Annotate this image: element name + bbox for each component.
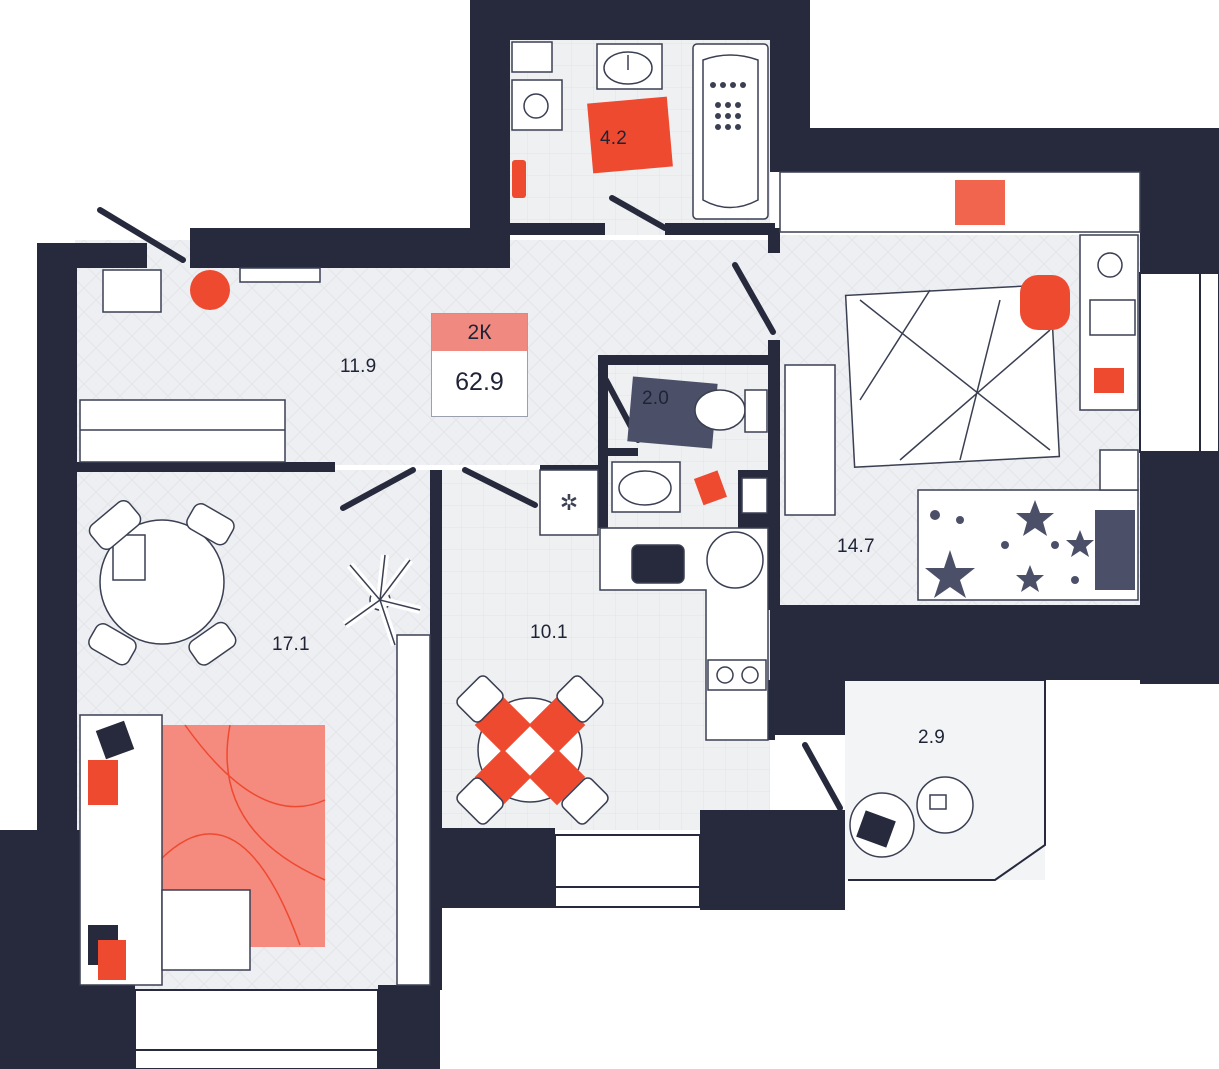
room-area-hallway: 11.9 — [340, 356, 377, 377]
bathroom-fixtures — [511, 41, 769, 220]
cutting-board — [631, 544, 685, 584]
wall-bedroom-left-top — [768, 228, 780, 253]
apartment-badge: 2К 62.9 — [431, 313, 528, 417]
windows — [134, 272, 1219, 1069]
wall-toilet-mid — [598, 448, 638, 456]
balcony-furniture — [849, 776, 974, 858]
wall-bath-bottom — [665, 223, 775, 235]
wardrobe — [79, 399, 286, 463]
bed-stars — [925, 500, 1094, 598]
bedroom-furniture — [779, 171, 1141, 601]
wall-hall-top-left — [37, 243, 147, 268]
bathroom-door — [609, 195, 668, 231]
toilet-shelf — [741, 477, 768, 514]
wall-kitchen-top — [540, 465, 602, 473]
wall-kitchen-bottom-right — [700, 810, 845, 910]
apartment-total-area: 62.9 — [455, 368, 504, 396]
wall-toilet-top — [598, 355, 773, 365]
wall-hall-divider — [75, 462, 335, 472]
room-area-bedroom: 14.7 — [837, 536, 875, 557]
round-rug — [190, 270, 230, 310]
hallway-shelf — [239, 267, 321, 283]
kitchen-door — [462, 467, 538, 508]
wall-core — [770, 605, 845, 735]
room-area-bathroom: 4.2 — [600, 128, 628, 149]
bath-drain-dots — [710, 82, 746, 130]
wall-living-bottom-right — [378, 985, 440, 1069]
room-area-living-room: 17.1 — [272, 634, 310, 655]
room-area-kitchen: 10.1 — [530, 622, 568, 643]
wall-bath-bottom-left — [510, 223, 605, 235]
wall-right-top — [1140, 128, 1219, 273]
bath-shelf — [511, 41, 553, 73]
wall-left — [37, 243, 77, 833]
wall-bath-top — [470, 0, 810, 40]
room-area-toilet: 2.0 — [642, 388, 670, 409]
wall-kitchen-left — [430, 470, 442, 990]
balcony-door — [802, 742, 843, 811]
plant-icon — [342, 554, 421, 647]
toilet-icon — [694, 389, 746, 431]
wall-kitchen-right — [765, 680, 775, 740]
entrance-door — [97, 207, 186, 263]
hallway-furniture: ✲ — [79, 267, 599, 536]
kitchen-furniture — [456, 527, 769, 825]
balcony-railing — [845, 679, 1046, 881]
bath-towel — [587, 96, 673, 174]
fridge — [539, 469, 599, 536]
svg-text:✲: ✲ — [560, 490, 578, 515]
wall-kitchen-bottom-left — [440, 828, 555, 908]
living-door — [340, 467, 416, 511]
shoe-bench — [102, 269, 162, 313]
bedroom-door — [732, 262, 776, 335]
kitchen-sink — [706, 531, 764, 589]
window-living — [134, 989, 379, 1069]
toilet-fixtures — [611, 376, 768, 514]
toilet-mat — [627, 376, 718, 449]
wall-balcony-right — [1045, 675, 1219, 680]
window-bedroom — [1139, 272, 1219, 453]
wall-bath-right — [770, 0, 810, 130]
room-area-balcony: 2.9 — [918, 727, 946, 748]
wall-bedroom-top — [770, 128, 1150, 172]
apartment-type: 2К — [432, 314, 527, 351]
wall-hall-top — [190, 228, 510, 268]
living-furniture — [79, 499, 431, 986]
radiator — [784, 364, 836, 516]
desk-chair — [1020, 275, 1070, 330]
tv-cabinet — [396, 634, 431, 986]
wall-toilet-left — [598, 358, 608, 528]
wall-bedroom-left — [768, 340, 780, 610]
window-kitchen — [554, 834, 701, 908]
